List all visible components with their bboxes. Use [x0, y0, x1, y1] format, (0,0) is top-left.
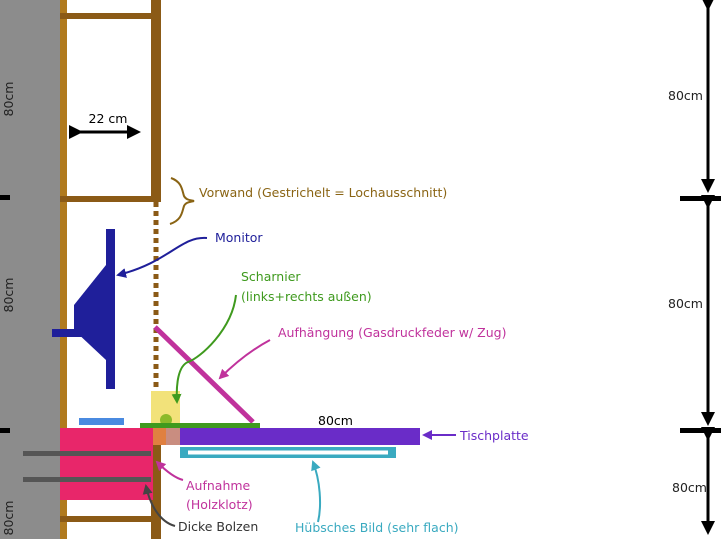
aufnahme-label-2: (Holzklotz) — [186, 497, 253, 512]
bild-pointer — [311, 460, 322, 523]
right-dim-mid: 80cm — [668, 296, 703, 311]
right-tick-low — [680, 428, 721, 433]
hinge-bar — [140, 423, 260, 428]
concrete-wall — [0, 0, 60, 539]
frame-lower-post — [151, 440, 161, 539]
left-dim-bottom: 80cm — [1, 501, 16, 536]
monitor-arm — [52, 329, 82, 337]
table-width-label: 80cm — [318, 413, 353, 428]
dim-22cm-label: 22 cm — [89, 111, 128, 126]
aufnahme-label-1: Aufnahme — [186, 478, 251, 493]
joint-tan — [166, 428, 180, 445]
bolzen-label: Dicke Bolzen — [178, 519, 258, 534]
joint-orange — [153, 428, 166, 445]
blue-block — [79, 418, 124, 425]
aufhaengung-pointer — [218, 339, 271, 380]
vorwand-brace — [169, 177, 195, 225]
vorwand-label: Vorwand (Gestrichelt = Lochausschnitt) — [199, 185, 447, 200]
bolt-lower — [23, 477, 151, 482]
right-dim-bottom: 80cm — [672, 480, 707, 495]
tischplatte-board — [180, 428, 420, 445]
scharnier-label-2: (links+rechts außen) — [241, 289, 372, 304]
monitor-body — [74, 265, 106, 360]
frame-rail-top — [60, 13, 161, 19]
left-tick-mid — [0, 195, 10, 200]
aufnahme-block — [60, 428, 153, 500]
gas-spring — [153, 325, 255, 424]
aufnahme-pointer — [155, 460, 184, 481]
right-dim-top: 80cm — [668, 88, 703, 103]
left-tick-low — [0, 428, 10, 433]
bolzen-pointer — [142, 484, 176, 527]
bolt-upper — [23, 451, 151, 456]
frame-rail-bottom — [60, 516, 161, 522]
left-dim-top: 80cm — [1, 82, 16, 117]
monitor-label: Monitor — [215, 230, 263, 245]
frame-left-post — [60, 0, 67, 539]
tischplatte-label: Tischplatte — [459, 428, 529, 443]
bild-inner — [188, 450, 388, 455]
monitor-screen — [106, 229, 115, 389]
left-dim-mid: 80cm — [1, 278, 16, 313]
monitor-pointer — [116, 236, 208, 278]
frame-right-post — [151, 0, 161, 200]
right-tick-mid — [680, 196, 721, 201]
frame-rail-mid — [60, 196, 161, 202]
scharnier-pointer — [171, 294, 237, 404]
aufhaengung-label: Aufhängung (Gasdruckfeder w/ Zug) — [278, 325, 506, 340]
bild-label: Hübsches Bild (sehr flach) — [295, 520, 459, 535]
scharnier-label-1: Scharnier — [241, 269, 301, 284]
